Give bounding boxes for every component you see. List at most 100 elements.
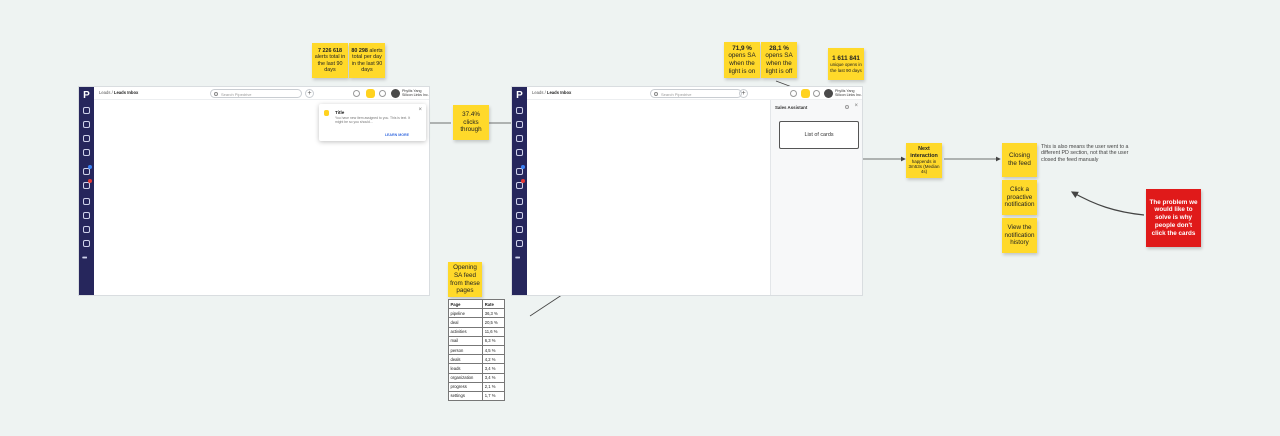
avatar[interactable]	[391, 89, 400, 98]
search-placeholder: Search Pipedrive	[661, 91, 692, 97]
cell-page: pipeline	[447, 308, 484, 319]
target-icon[interactable]	[83, 107, 90, 114]
sticky-clicks-through: 37.4% clicks through	[453, 105, 489, 140]
close-icon[interactable]: ×	[418, 107, 422, 113]
sales-assistant-bulb-icon[interactable]	[801, 89, 810, 98]
mail-badge	[88, 165, 92, 169]
cell-rate: 11,6 %	[482, 326, 505, 337]
unique-opens-text: unique opens in the last 90 days	[830, 62, 862, 73]
megaphone-icon[interactable]	[516, 149, 523, 156]
contacts-icon[interactable]	[83, 198, 90, 205]
close-icon[interactable]: ×	[854, 103, 858, 109]
more-icon[interactable]: •••	[82, 255, 87, 262]
user-company: Silicon Links Inc.	[402, 93, 429, 98]
mail-icon[interactable]	[516, 168, 523, 175]
calendar-badge	[88, 179, 92, 183]
arrow-problem-to-feed	[1070, 191, 1145, 216]
proactive-notification[interactable]: Title You have new item assigned to you.…	[319, 104, 426, 141]
cell-rate: 1,7 %	[482, 390, 505, 402]
sticky-next-interaction: Next interaction happends in 3m53s (Medi…	[906, 143, 942, 178]
search-placeholder: Search Pipedrive	[221, 91, 252, 97]
cell-page: settings	[447, 390, 484, 402]
calendar-icon[interactable]	[516, 182, 523, 189]
alerts-total-value: 7 226 618	[318, 47, 342, 54]
breadcrumb-current: Leads Inbox	[113, 90, 139, 95]
box-icon[interactable]	[83, 226, 90, 233]
calendar-icon[interactable]	[83, 182, 90, 189]
panel-title: Sales Assistant	[775, 105, 808, 110]
search-input[interactable]: Search Pipedrive	[210, 89, 302, 98]
chart-icon[interactable]	[516, 212, 523, 219]
cell-page: progress	[447, 381, 484, 392]
more-icon[interactable]: •••	[515, 255, 520, 262]
notification-body: You have new item assigned to you. This …	[335, 116, 411, 125]
mail-badge	[521, 165, 525, 169]
cell-rate: 3,4 %	[482, 372, 505, 383]
store-icon[interactable]	[83, 240, 90, 247]
breadcrumb: Leads / Leads Inbox	[99, 90, 139, 95]
avatar[interactable]	[824, 89, 833, 98]
help-icon[interactable]	[353, 90, 360, 97]
table-header-row: Page Rate	[447, 298, 505, 310]
dollar-icon[interactable]	[83, 121, 90, 128]
clicks-text: clicks through	[460, 118, 482, 134]
target-icon[interactable]	[516, 107, 523, 114]
chart-icon[interactable]	[83, 212, 90, 219]
cell-rate: 2,1 %	[482, 381, 505, 392]
cell-rate: 36,3 %	[482, 308, 505, 319]
settings-icon[interactable]	[379, 90, 386, 97]
learn-more-link[interactable]: LEARN MORE	[384, 133, 409, 137]
pipedrive-logo: P	[83, 90, 90, 101]
user-name: Phyllis Yang	[402, 89, 422, 93]
side-note: This is also means the user went to a di…	[1041, 144, 1129, 163]
settings-icon[interactable]	[813, 90, 820, 97]
notification-title: Title	[335, 110, 345, 115]
sticky-opening-sa: Opening SA feed from these pages	[448, 262, 482, 297]
sticky-alerts-per-day: 80 298 alerts total per day in the last …	[349, 43, 385, 78]
help-icon[interactable]	[790, 90, 797, 97]
breadcrumb-parent[interactable]: Leads	[532, 90, 544, 95]
light-off-value: 28,1 %	[769, 44, 789, 52]
contacts-icon[interactable]	[516, 198, 523, 205]
next-interaction-text: happends in 3m53s (Median 4s)	[908, 158, 940, 175]
clicks-value: 37.4%	[462, 111, 480, 119]
sticky-closing-feed: Closing the feed	[1002, 143, 1037, 177]
cell-page: deals	[447, 354, 484, 365]
light-off-text: opens SA when the light is off	[765, 52, 793, 75]
click-proactive-text: Click a proactive notification	[1004, 186, 1035, 209]
view-history-text: View the notification history	[1004, 224, 1035, 247]
gear-icon[interactable]	[845, 105, 849, 109]
store-icon[interactable]	[516, 240, 523, 247]
nav-rail: P •••	[512, 87, 527, 295]
megaphone-icon[interactable]	[83, 149, 90, 156]
breadcrumb-parent[interactable]: Leads	[99, 90, 111, 95]
mail-icon[interactable]	[83, 168, 90, 175]
clipboard-icon[interactable]	[516, 135, 523, 142]
problem-statement: The problem we would like to solve is wh…	[1146, 189, 1201, 247]
cards-list[interactable]: List of cards	[779, 121, 859, 149]
closing-feed-text: Closing the feed	[1008, 152, 1031, 167]
search-input[interactable]: Search Pipedrive	[650, 89, 742, 98]
add-button[interactable]: +	[305, 89, 314, 98]
cell-page: deal	[447, 317, 484, 328]
sticky-alerts-total: 7 226 618 alerts total in the last 90 da…	[312, 43, 348, 78]
header-page: Page	[447, 298, 484, 310]
sales-assistant-panel: Sales Assistant × List of cards	[771, 100, 862, 295]
clipboard-icon[interactable]	[83, 135, 90, 142]
light-on-value: 71,9 %	[732, 44, 752, 52]
cell-rate: 4,2 %	[482, 354, 505, 365]
cell-rate: 6,3 %	[482, 335, 505, 346]
cell-page: organization	[447, 372, 484, 383]
breadcrumb: Leads / Leads Inbox	[532, 90, 572, 95]
cell-rate: 3,4 %	[482, 363, 505, 374]
dollar-icon[interactable]	[516, 121, 523, 128]
sales-assistant-bulb-icon[interactable]	[366, 89, 375, 98]
box-icon[interactable]	[516, 226, 523, 233]
add-button[interactable]: +	[739, 89, 748, 98]
